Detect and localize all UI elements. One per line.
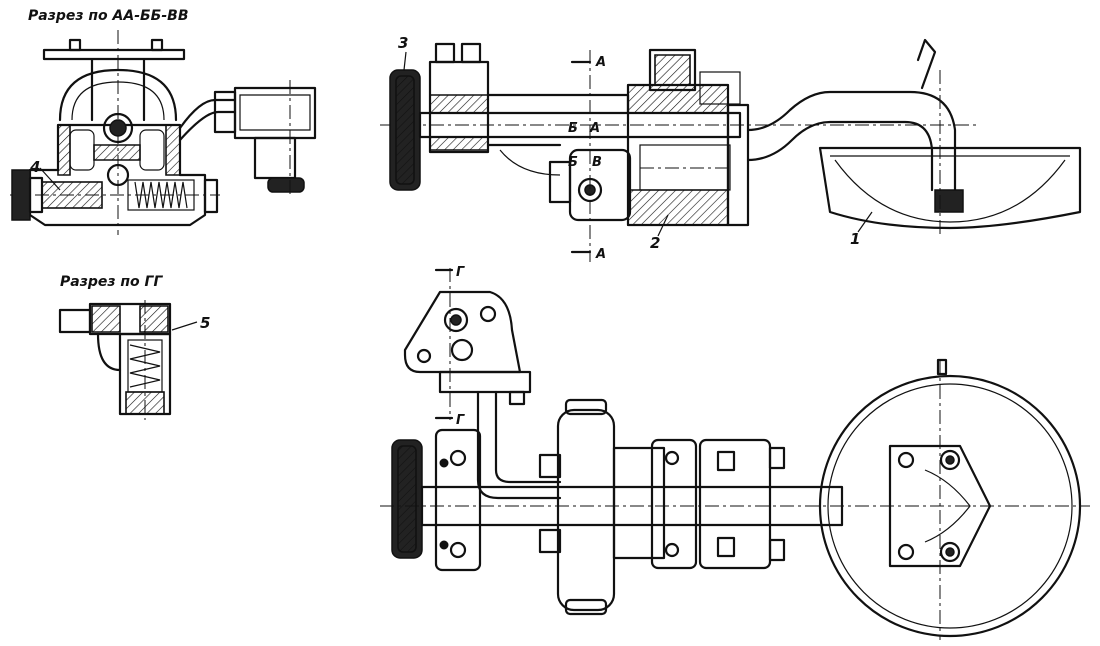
callout-1: 1 — [850, 230, 860, 248]
section-mark-b-a: Б — [568, 121, 578, 136]
callout-4: 4 — [29, 158, 40, 176]
section-gg-title: Разрез по ГГ — [60, 274, 163, 290]
callout-5: 5 — [200, 314, 210, 332]
longitudinal-section-view: 3 А А Б А Б В — [380, 34, 1082, 262]
section-mark-a-top: А — [595, 55, 606, 70]
section-aa-bb-vv-view: Разрез по АА-ББ-ВВ — [10, 8, 317, 235]
plan-view: Г Г — [380, 265, 1090, 640]
section-mark-a-bottom: А — [595, 247, 606, 262]
callout-2: 2 — [650, 234, 660, 252]
callout-3: 3 — [398, 34, 408, 52]
section-mark-b-small: Б — [568, 155, 578, 170]
section-mark-g-top: Г — [456, 265, 465, 280]
section-mark-a-mid: А — [589, 121, 600, 136]
section-gg-view: Разрез по ГГ 5 — [58, 274, 210, 420]
section-mark-g-bottom: Г — [456, 413, 465, 428]
section-aa-bb-vv-title: Разрез по АА-ББ-ВВ — [28, 8, 189, 24]
section-mark-v-small: В — [592, 155, 602, 170]
